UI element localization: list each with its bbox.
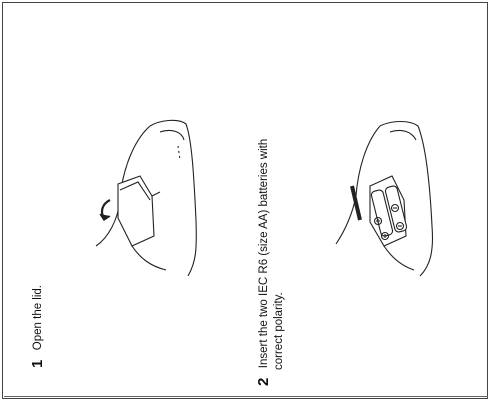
bottom-rule xyxy=(4,396,488,397)
page-border xyxy=(2,2,488,399)
